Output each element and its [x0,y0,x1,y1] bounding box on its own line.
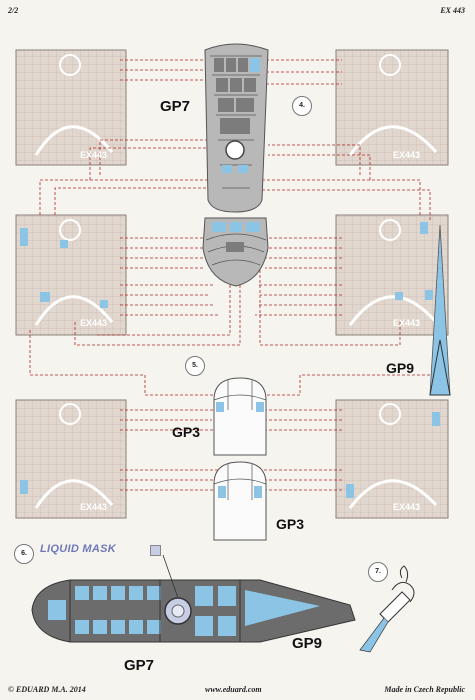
mask-sheet-low-right [335,399,449,519]
brush-illustration [359,565,415,653]
label-gp7-upper: GP7 [160,98,191,115]
sheet-code: EX443 [80,318,108,328]
liquid-mask-label: LIQUID MASK [40,543,117,555]
liquid-mask-fuselage [31,554,356,643]
mask-sheet-top-left [15,49,127,166]
mask-sheet-low-left [15,399,127,519]
step-marker-5: 5. [185,356,205,376]
label-gp7-lower: GP7 [124,657,155,674]
label-gp9-mid: GP9 [386,360,415,376]
label-gp3-a: GP3 [172,424,201,440]
turret-canopy-upper [213,377,267,456]
footer-website: www.eduard.com [205,685,262,694]
label-gp9-lower: GP9 [292,635,323,652]
sheet-code: EX443 [80,150,108,160]
canopy-frame-upper [204,43,269,213]
canopy-frame-nose [202,217,269,287]
page-number: 2/2 [8,6,19,15]
liquid-mask-swatch [150,545,161,556]
turret-canopy-lower [213,461,267,541]
step-marker-7: 7. [368,562,388,582]
sheet-code: EX443 [393,318,421,328]
mask-sheet-mid-left [15,214,127,336]
sheet-code: EX443 [393,502,421,512]
footer-origin: Made in Czech Republic [384,685,465,694]
sheet-code: EX443 [393,150,421,160]
mask-sheet-mid-right [335,214,449,336]
footer-copyright: © EDUARD M.A. 2014 [8,685,86,694]
step-marker-4: 4. [292,96,312,116]
mask-sheet-top-right [335,49,449,166]
sheet-code: EX443 [80,502,108,512]
label-gp3-b: GP3 [276,516,305,532]
nose-cone-gp9 [429,224,451,396]
step-marker-6: 6. [14,544,34,564]
product-code: EX 443 [440,6,465,15]
